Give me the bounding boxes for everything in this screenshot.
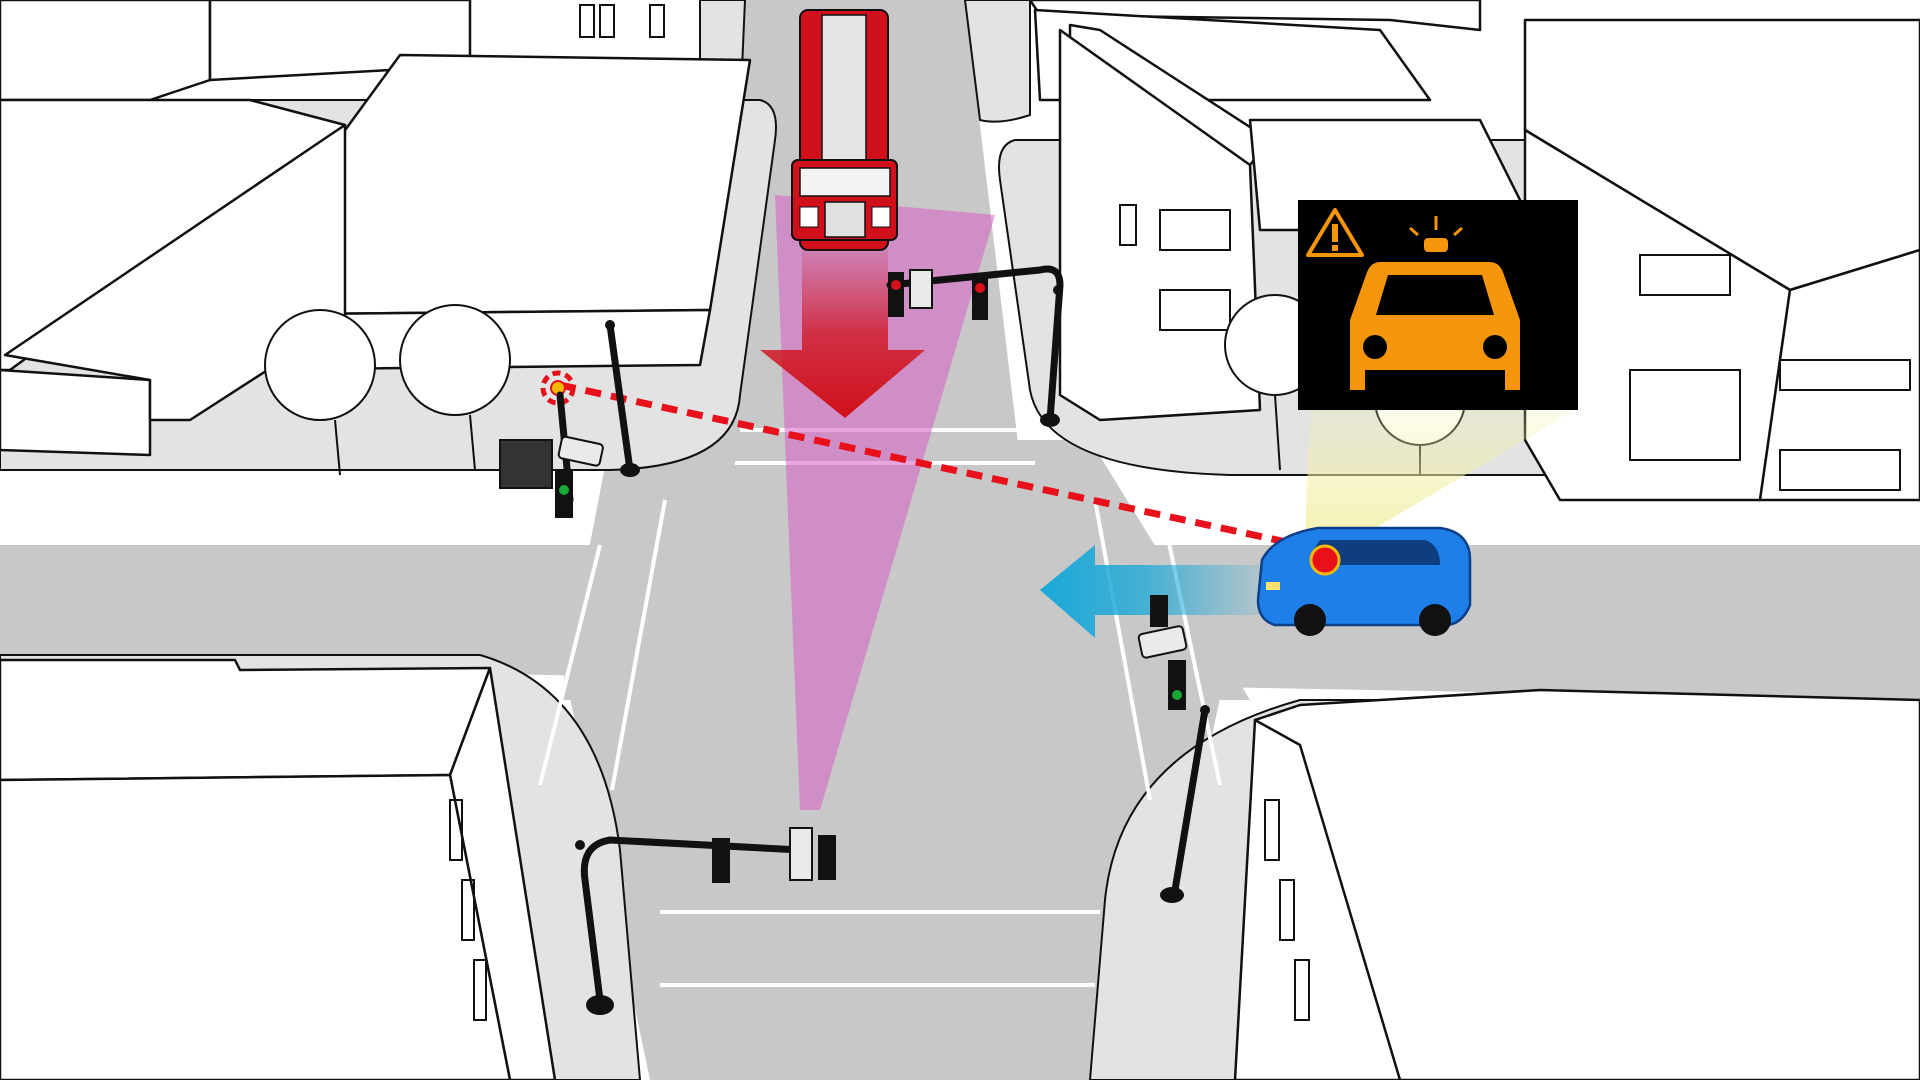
signal-base xyxy=(1160,887,1184,903)
alert-panel xyxy=(1298,200,1578,410)
pole-cap xyxy=(1200,705,1210,715)
window xyxy=(1264,799,1280,861)
signal-base xyxy=(1040,413,1060,427)
window xyxy=(1279,879,1295,941)
window xyxy=(649,4,665,38)
car xyxy=(1256,526,1472,636)
crosswalk-east-line-1 xyxy=(1093,499,1152,801)
pole-cap xyxy=(575,840,585,850)
window xyxy=(1639,254,1731,296)
traffic-signal-icon xyxy=(888,269,988,320)
signal-pole-north xyxy=(886,265,1064,424)
sidewalk-north-top-east xyxy=(963,0,1031,123)
alert-beam xyxy=(1305,410,1575,540)
signal-pole-south xyxy=(580,836,804,1004)
pole-cap xyxy=(605,320,615,330)
window xyxy=(1779,449,1901,491)
warning-triangle-icon xyxy=(1306,208,1364,257)
signal-pole-east xyxy=(1171,706,1209,894)
traffic-signal-icon xyxy=(1150,595,1186,710)
fire-truck-light-left xyxy=(799,206,819,228)
window xyxy=(599,4,615,38)
street-tree-icon xyxy=(264,309,376,476)
building-windows xyxy=(449,4,1911,1021)
window xyxy=(1159,209,1231,251)
building-ne-far-right xyxy=(1758,248,1920,502)
building-sw-roof xyxy=(0,658,492,782)
signal-pole-northwest xyxy=(606,321,634,474)
building-nw-left-front xyxy=(0,368,152,457)
south-road xyxy=(560,650,1230,1080)
pole-cap xyxy=(1053,285,1063,295)
signal-bases xyxy=(575,285,1210,1015)
crosswalk-east-line-2 xyxy=(1158,499,1222,786)
window xyxy=(461,879,475,941)
camera-sensor-icon xyxy=(1137,625,1188,659)
fire-truck-light-right xyxy=(871,206,891,228)
window xyxy=(1119,204,1137,246)
car-wheel-front xyxy=(1294,604,1326,636)
window xyxy=(1629,369,1741,461)
roadside-cabinet xyxy=(499,439,553,489)
intersection-box xyxy=(560,440,1250,700)
v2x-link xyxy=(559,381,1301,549)
signal-base xyxy=(586,995,614,1015)
window xyxy=(473,959,487,1021)
crosswalk-west-line-1 xyxy=(538,544,602,786)
window xyxy=(579,4,595,38)
fire-truck-icon xyxy=(791,9,898,251)
window xyxy=(1294,959,1310,1021)
fire-truck-direction-arrow xyxy=(760,250,925,418)
camera-sensor-icon xyxy=(557,435,604,467)
fire-truck-ladder xyxy=(821,14,867,171)
signal-base xyxy=(620,463,640,477)
car-beacon xyxy=(1309,544,1341,576)
car-window xyxy=(1312,540,1440,565)
window xyxy=(449,799,463,861)
fire-truck-windshield xyxy=(799,167,891,197)
emergency-vehicle-car-icon xyxy=(1350,216,1520,390)
car-direction-arrow xyxy=(1040,545,1275,638)
street-tree-icon xyxy=(399,304,511,471)
traffic-signal-icon xyxy=(555,470,573,518)
building-sw-base xyxy=(0,773,512,1080)
building-se-front xyxy=(1233,718,1402,1080)
building-nw-far xyxy=(0,0,212,102)
car-headlight xyxy=(1266,582,1280,590)
window xyxy=(1159,289,1231,331)
traffic-signal-icon xyxy=(712,827,836,883)
building-se-roof xyxy=(1253,688,1920,1080)
traffic-signals xyxy=(556,265,1209,1004)
fire-truck-grille xyxy=(824,201,866,238)
car-wheel-back xyxy=(1419,604,1451,636)
crosswalk-west-line-2 xyxy=(610,499,667,791)
window xyxy=(1779,359,1911,391)
